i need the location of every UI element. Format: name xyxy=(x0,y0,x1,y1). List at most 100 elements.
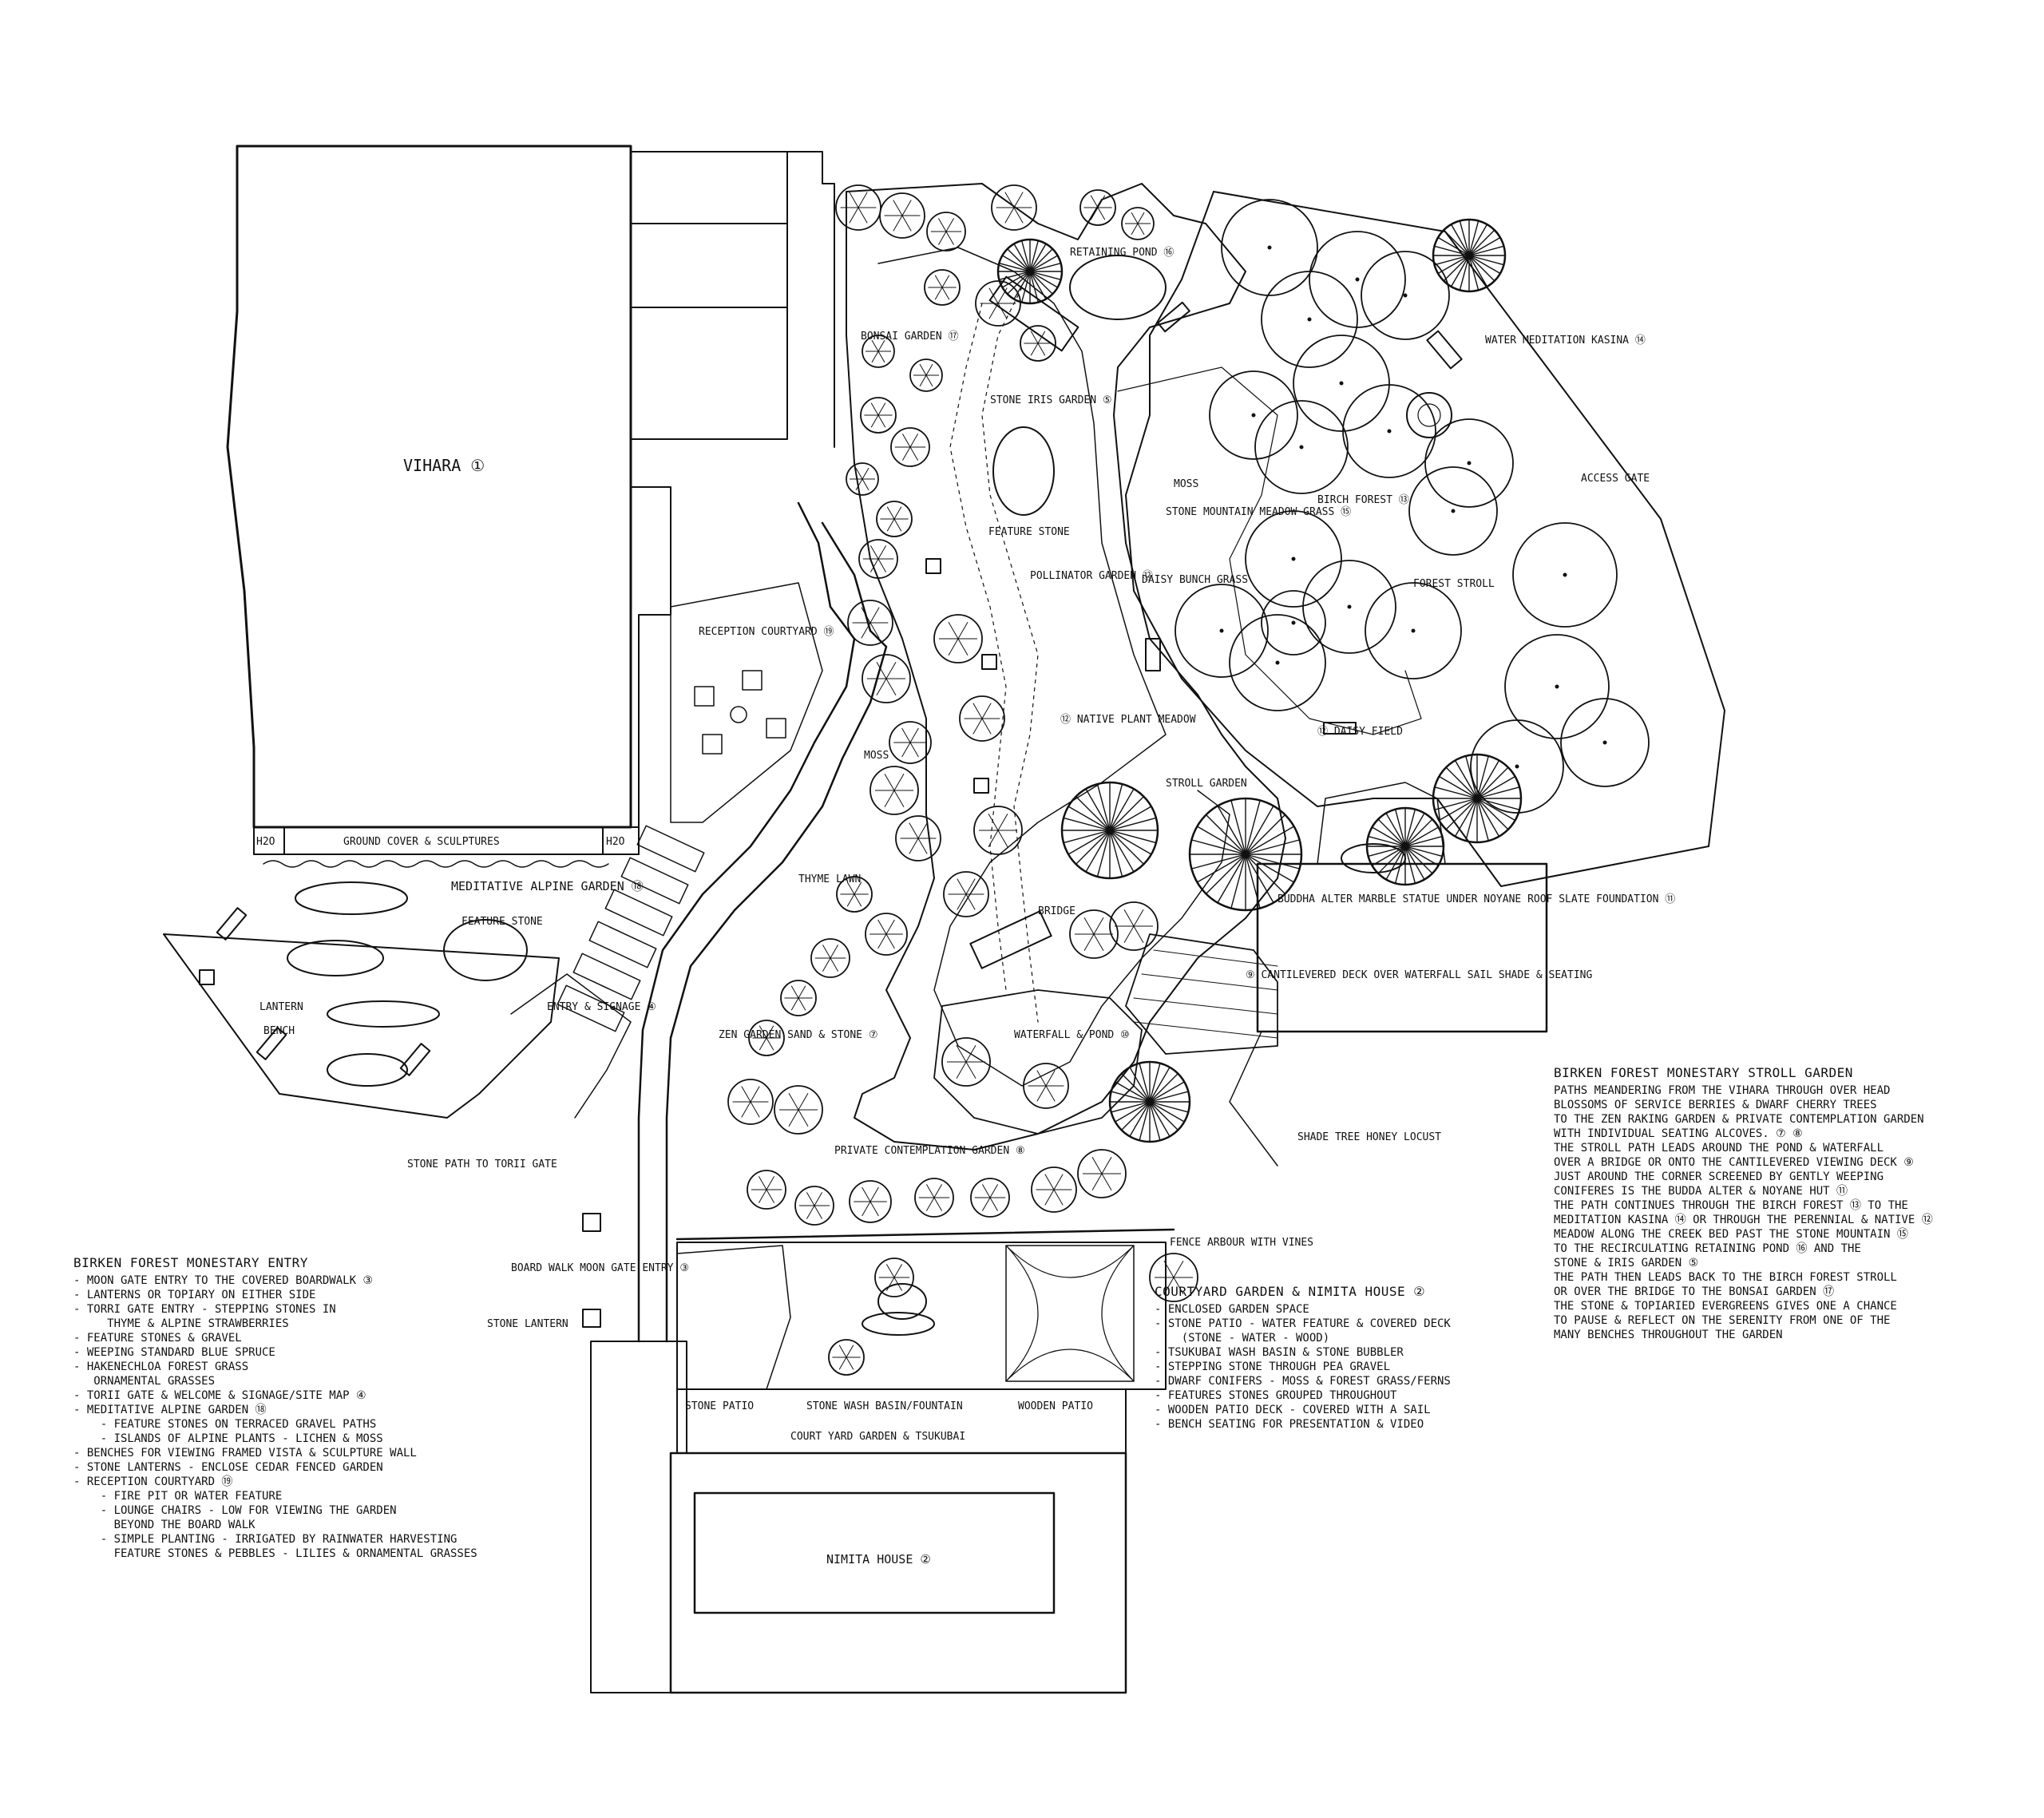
birch-tree xyxy=(1245,510,1342,608)
birch-tree xyxy=(1302,560,1396,654)
courtyard-stone-patio xyxy=(676,1245,791,1390)
birch-tree xyxy=(1221,199,1318,296)
courtyard-notes-list: - ENCLOSED GARDEN SPACE- STONE PATIO - W… xyxy=(1155,1302,1570,1432)
label-moss-center: MOSS xyxy=(1174,478,1198,490)
label-access-gate: ACCESS GATE xyxy=(1581,473,1650,485)
label-birch-forest: BIRCH FOREST ⑬ xyxy=(1317,494,1409,506)
note-line: - SIMPLE PLANTING - IRRIGATED BY RAINWAT… xyxy=(73,1533,458,1546)
shrub xyxy=(1077,1149,1127,1198)
birch-tree xyxy=(1424,418,1514,508)
shrub xyxy=(1121,207,1155,240)
note-line: TO THE RECIRCULATING RETAINING POND ⑯ AN… xyxy=(1554,1242,1861,1255)
alpine-island-1 xyxy=(295,881,408,915)
entry-notes-block: BIRKEN FOREST MONESTARY ENTRY - MOON GAT… xyxy=(73,1255,521,1561)
birch-forest-boundary xyxy=(1125,191,1725,887)
creek-bed xyxy=(981,287,1039,1023)
note-line: TO THE ZEN RAKING GARDEN & PRIVATE CONTE… xyxy=(1554,1113,1924,1126)
label-entry-signage: ENTRY & SIGNAGE ④ xyxy=(547,1001,656,1013)
kasina-water-circle xyxy=(1406,392,1452,438)
h2o-left-box xyxy=(253,826,285,855)
birch-tree xyxy=(1408,466,1498,556)
entry-notes-title: BIRKEN FOREST MONESTARY ENTRY xyxy=(73,1255,308,1270)
stroll-notes-title: BIRKEN FOREST MONESTARY STROLL GARDEN xyxy=(1554,1065,1853,1080)
conifer-tree xyxy=(1365,806,1445,886)
label-wash-basin: STONE WASH BASIN/FOUNTAIN xyxy=(806,1400,963,1412)
birch-tree xyxy=(1261,271,1358,368)
label-h2o-left: H2O xyxy=(256,836,275,848)
note-line: - ISLANDS OF ALPINE PLANTS - LICHEN & MO… xyxy=(73,1432,383,1445)
note-line: WITH INDIVIDUAL SEATING ALCOVES. ⑦ ⑧ xyxy=(1554,1127,1803,1140)
shrub xyxy=(727,1079,774,1125)
shrub xyxy=(890,427,930,467)
conifer-tree xyxy=(1432,753,1523,844)
label-stone-path: STONE PATH TO TORII GATE xyxy=(407,1159,557,1170)
alpine-island-3 xyxy=(327,1000,440,1028)
cantilevered-deck xyxy=(1125,933,1278,1055)
birch-tree xyxy=(1342,384,1436,478)
note-line: MANY BENCHES THROUGHOUT THE GARDEN xyxy=(1554,1329,1783,1341)
note-line: THE STONE & TOPIARIED EVERGREENS GIVES O… xyxy=(1554,1300,1897,1313)
shrub xyxy=(1149,1253,1198,1302)
shrub xyxy=(847,600,893,646)
shrub xyxy=(991,184,1037,231)
note-line: THYME & ALPINE STRAWBERRIES xyxy=(73,1317,289,1330)
alpine-island-2 xyxy=(287,940,384,976)
shrub xyxy=(874,1258,914,1297)
conifer-tree xyxy=(1060,781,1159,880)
tree-canopies xyxy=(727,184,1650,1376)
note-line: BLOSSOMS OF SERVICE BERRIES & DWARF CHER… xyxy=(1554,1099,1877,1111)
note-line: - TSUKUBAI WASH BASIN & STONE BUBBLER xyxy=(1155,1346,1404,1359)
stone-lantern-box-2 xyxy=(582,1309,601,1328)
shrub xyxy=(849,1180,892,1223)
note-line: - DWARF CONIFERS - MOSS & FOREST GRASS/F… xyxy=(1155,1375,1451,1388)
note-line: STONE & IRIS GARDEN ⑤ xyxy=(1554,1257,1699,1269)
shrub xyxy=(862,654,911,703)
retaining-pond xyxy=(1069,255,1167,320)
vihara-building xyxy=(226,145,632,829)
note-line: (STONE - WATER - WOOD) xyxy=(1155,1332,1330,1345)
courtyard-wooden-patio xyxy=(1005,1245,1135,1382)
shrub xyxy=(865,913,908,956)
label-feature-stone-alpine: FEATURE STONE xyxy=(461,916,543,928)
shrub xyxy=(914,1178,954,1218)
label-shade-tree: SHADE TREE HONEY LOCUST xyxy=(1297,1131,1441,1143)
shrub xyxy=(926,212,966,252)
label-feature-stone: FEATURE STONE xyxy=(988,526,1070,538)
note-line: ORNAMENTAL GRASSES xyxy=(73,1375,216,1388)
shrub xyxy=(933,614,983,663)
label-water-meditation: WATER MEDITATION KASINA ⑭ xyxy=(1485,335,1646,347)
boardwalk-path-west xyxy=(637,501,856,1343)
birch-tree xyxy=(1361,251,1450,340)
alpine-bench-1 xyxy=(216,907,248,941)
courtyard-notes-title: COURTYARD GARDEN & NIMITA HOUSE ② xyxy=(1155,1284,1426,1299)
label-stone-patio: STONE PATIO xyxy=(685,1400,754,1412)
birch-tree xyxy=(1175,584,1269,678)
garden-bench-4 xyxy=(925,558,941,574)
shrub xyxy=(975,280,1021,327)
nimita-house-outer xyxy=(669,1452,1127,1694)
shrub xyxy=(1020,325,1056,362)
note-line: - FEATURE STONES & GRAVEL xyxy=(73,1332,242,1345)
note-line: FEATURE STONES & PEBBLES - LILIES & ORNA… xyxy=(73,1547,477,1560)
shrub xyxy=(1069,909,1119,959)
birch-tree xyxy=(1254,400,1349,494)
note-line: - LANTERNS OR TOPIARY ON EITHER SIDE xyxy=(73,1289,316,1301)
shrub xyxy=(943,871,989,917)
note-line: - FIRE PIT OR WATER FEATURE xyxy=(73,1490,283,1503)
note-line: OR OVER THE BRIDGE TO THE BONSAI GARDEN … xyxy=(1554,1285,1835,1298)
note-line: - ENCLOSED GARDEN SPACE xyxy=(1155,1303,1309,1316)
birch-tree xyxy=(1229,614,1326,711)
label-courtyard-tsukubai: COURT YARD GARDEN & TSUKUBAI xyxy=(790,1431,965,1443)
lounge-chairs xyxy=(694,670,786,755)
note-line: - FEATURES STONES GROUPED THROUGHOUT xyxy=(1155,1389,1397,1402)
shrub xyxy=(862,335,895,368)
note-line: - STONE LANTERNS - ENCLOSE CEDAR FENCED … xyxy=(73,1461,383,1474)
label-daisy-bunch: DAISY BUNCH GRASS xyxy=(1142,574,1248,586)
nimita-house-inner xyxy=(693,1491,1056,1614)
label-meditative-alpine: MEDITATIVE ALPINE GARDEN ⑱ xyxy=(451,879,644,893)
label-stone-mountain: STONE MOUNTAIN MEADOW GRASS ⑮ xyxy=(1166,506,1351,518)
shrub xyxy=(828,1339,865,1376)
shrub xyxy=(970,1178,1010,1218)
shrub xyxy=(774,1085,823,1135)
